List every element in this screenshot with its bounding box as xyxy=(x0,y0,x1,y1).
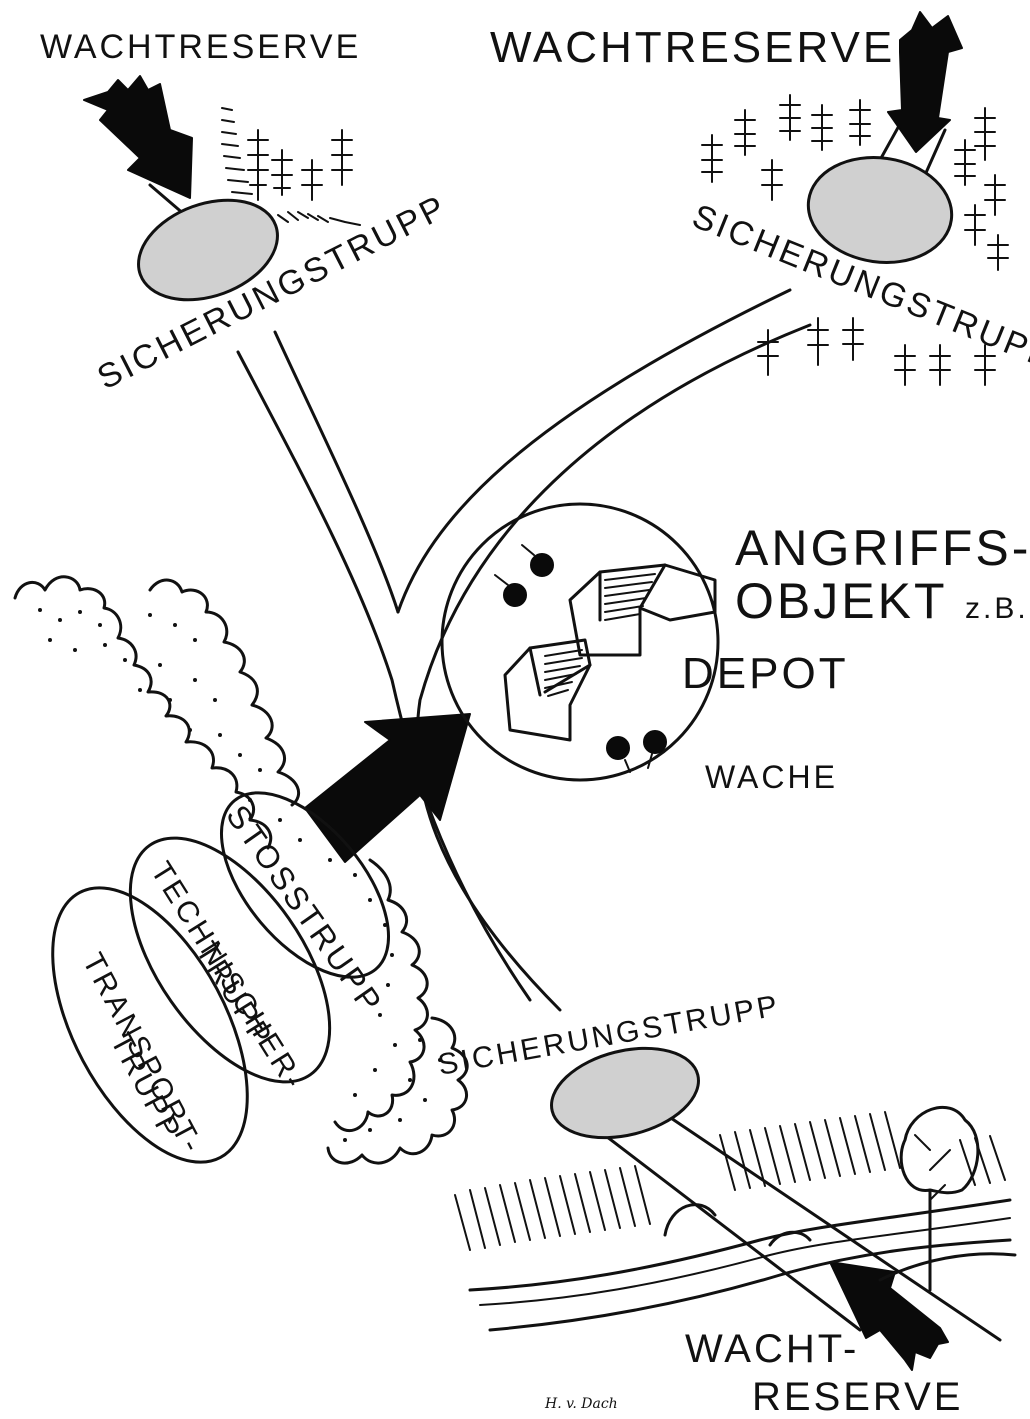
tree-icon xyxy=(758,330,778,375)
tree-icon xyxy=(930,345,950,385)
tree-icon xyxy=(702,135,722,182)
tree-icon xyxy=(735,110,755,155)
reserve-arrow-top-right xyxy=(888,12,962,152)
bridge-arch xyxy=(665,1205,715,1235)
guard-dot-icon xyxy=(522,545,553,576)
target-label-line1: ANGRIFFS- xyxy=(735,520,1030,576)
guard-dot-icon xyxy=(607,737,630,772)
tree-icon xyxy=(762,160,782,200)
guard-dot-icon xyxy=(495,575,526,606)
tree-icon xyxy=(272,150,292,195)
terrain-bottom-right xyxy=(455,1107,1015,1330)
building-icon xyxy=(505,640,590,740)
building-icon xyxy=(570,565,715,655)
road-left-branch-inner xyxy=(275,332,398,612)
road-right-branch-outer xyxy=(398,290,790,612)
reserve-top-left-label: WACHTRESERVE xyxy=(40,28,361,66)
tree-icon xyxy=(332,130,352,185)
stipple xyxy=(38,608,442,1142)
tree-icon xyxy=(850,100,870,145)
tree-icon xyxy=(248,130,268,200)
tree-icon xyxy=(895,345,915,385)
target-label-line3: DEPOT xyxy=(682,649,849,698)
hill-line xyxy=(880,1254,1015,1280)
tree-icon xyxy=(985,175,1005,215)
reserve-bottom-label-line2: RESERVE xyxy=(752,1375,963,1419)
tree-icon xyxy=(843,318,863,360)
river-line xyxy=(490,1240,1010,1330)
tree-icon xyxy=(780,95,800,140)
deciduous-tree-icon xyxy=(901,1107,978,1290)
reserve-arrow-top-left xyxy=(84,76,192,198)
tree-icon xyxy=(988,235,1008,270)
bush-cover xyxy=(15,577,467,1163)
reserve-bottom-label-line1: WACHT- xyxy=(685,1327,859,1371)
reserve-top-right-label: WACHTRESERVE xyxy=(490,23,895,72)
target-label-line2: OBJEKT xyxy=(735,573,947,629)
tree-icon xyxy=(955,140,975,185)
attack-arrow xyxy=(305,714,470,862)
tree-icon xyxy=(965,205,985,245)
tree-icon xyxy=(302,160,322,200)
tree-icon xyxy=(975,108,995,160)
target-label-eg: z.B. xyxy=(965,592,1029,625)
artist-signature: H. v. Dach xyxy=(544,1396,618,1412)
tree-icon xyxy=(812,105,832,150)
guard-label: WACHE xyxy=(705,759,838,795)
